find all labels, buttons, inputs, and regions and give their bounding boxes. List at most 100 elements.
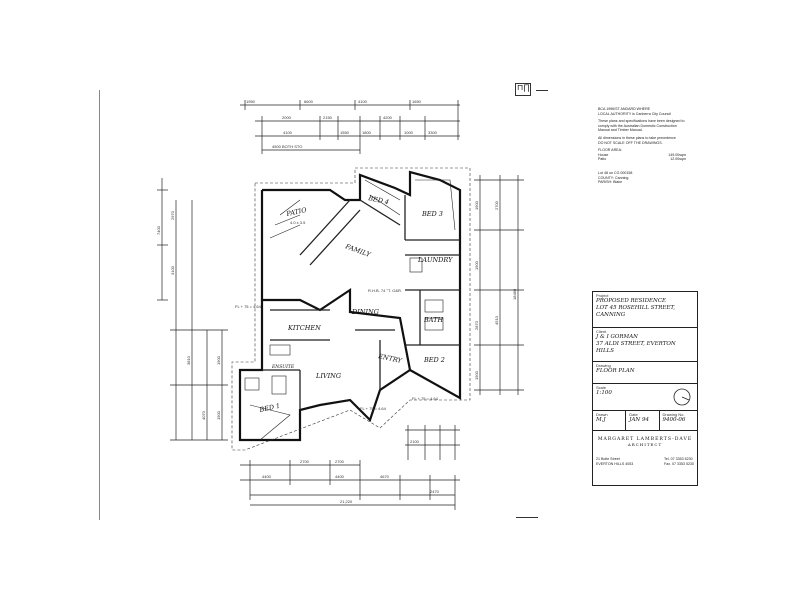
phone-line: Tel. 07 3353 5230 bbox=[664, 457, 693, 461]
room-label: LAUNDRY bbox=[417, 256, 453, 264]
sheet-mark-glyph: ⊓∏ bbox=[517, 83, 530, 92]
dimension-text: 6600 bbox=[304, 99, 314, 104]
floor-area-label: Patio bbox=[598, 157, 607, 162]
scan-edge-line bbox=[99, 90, 100, 520]
dimension-text: 1650 bbox=[412, 99, 422, 104]
top-dimensions: 1950 6600 4100 1650 2000 2150 4200 4100 … bbox=[246, 99, 438, 149]
dimension-text: 7400 bbox=[156, 225, 161, 235]
floor-area-value: 12.00sqm bbox=[670, 157, 686, 162]
lot-line: PARISH: Blake bbox=[598, 180, 623, 185]
dimension-text: 2150 bbox=[323, 115, 333, 120]
sheet-fold-mark: ⊓∏ bbox=[515, 83, 531, 96]
drawing-number-label: Drawing No. bbox=[662, 412, 685, 417]
drawing-label: Drawing bbox=[596, 363, 611, 368]
dimension-text: 4510 bbox=[494, 315, 499, 325]
room-labels: PATIO 4.0 x 3.5 BED 4 BED 3 FAMILY LAUND… bbox=[258, 194, 453, 414]
architect-cell: MARGARET LAMBERTS-DAVE ARCHITECT 21 Bolt… bbox=[593, 431, 697, 468]
room-label: KITCHEN bbox=[287, 324, 321, 332]
drawing-title: FLOOR PLAN bbox=[596, 368, 635, 374]
lot-line: COUNTY: Canning bbox=[598, 175, 629, 180]
dimension-text: 1800 bbox=[362, 130, 372, 135]
dimension-text: 18480 bbox=[512, 288, 517, 300]
client-line: 37 ALDI STREET, EVERTON HILLS bbox=[596, 341, 676, 354]
note-line: comply with the Australian Domestic Cons… bbox=[598, 123, 677, 128]
room-label: BED 3 bbox=[421, 210, 443, 218]
room-label: BATH bbox=[423, 316, 443, 324]
dimension-text: 4500 BOTH STO bbox=[272, 144, 302, 149]
note-line: Manual and Timber Manual. bbox=[598, 128, 643, 133]
floor-area-title: FLOOR AREA: bbox=[598, 148, 622, 153]
note-line: LOCAL AUTHORITY is Canberra City Council bbox=[598, 111, 671, 116]
tick-mark bbox=[516, 517, 538, 518]
project-line: PROPOSED RESIDENCE bbox=[596, 298, 667, 304]
project-cell: Project PROPOSED RESIDENCE LOT 45 ROSEHI… bbox=[593, 292, 697, 328]
plan-note: FL + 75 = 4.64 bbox=[235, 304, 262, 309]
dimension-text: 1550 bbox=[340, 130, 350, 135]
scale-value: 1:100 bbox=[596, 390, 612, 396]
dimension-text: 1900 bbox=[216, 410, 221, 420]
dimension-text: 1000 bbox=[404, 130, 414, 135]
title-block: Project PROPOSED RESIDENCE LOT 45 ROSEHI… bbox=[592, 291, 698, 486]
dimension-text: 2000 bbox=[282, 115, 292, 120]
dimension-text: 1900 bbox=[474, 200, 479, 210]
date-cell: Date JAN 94 bbox=[626, 411, 660, 430]
right-dimensions: 1900 2700 1900 4510 18480 2870 1900 bbox=[474, 200, 517, 380]
client-label: Client bbox=[596, 329, 607, 334]
room-label: BED 2 bbox=[423, 356, 445, 364]
dimension-text: 1900 bbox=[474, 370, 479, 380]
date-label: Date bbox=[629, 412, 638, 417]
client-cell: Client J & I GORMAN 37 ALDI STREET, EVER… bbox=[593, 328, 697, 362]
tick-mark bbox=[536, 90, 548, 91]
floor-area-value: 149.00sqm bbox=[668, 152, 686, 157]
dimension-text: 4400 bbox=[335, 474, 345, 479]
drawing-cell: Drawing FLOOR PLAN bbox=[593, 362, 697, 384]
left-dimensions: 7400 2970 3100 3810 4070 1900 1900 bbox=[156, 210, 221, 420]
plan-note: R.H.B. 74 °T. O&R. bbox=[368, 288, 402, 293]
overall-dimension: 21,220 bbox=[340, 499, 353, 504]
floor-area-row: House 149.00sqm bbox=[598, 153, 686, 158]
dimension-text: 1950 bbox=[246, 99, 256, 104]
dimension-text: 1900 bbox=[216, 355, 221, 365]
scale-label: Scale bbox=[596, 385, 607, 390]
north-point-icon bbox=[673, 388, 691, 406]
room-label: FAMILY bbox=[343, 242, 372, 259]
lot-line: Lot 48 on CG 000158 bbox=[598, 170, 633, 175]
dimension-text: 2870 bbox=[474, 320, 479, 330]
phone-line: Fax. 07 3353 5230 bbox=[664, 461, 694, 466]
architect-contact: 21 Bolte Street EVERTON HILLS 4053 Tel. … bbox=[596, 457, 694, 466]
dimension-text: 2700 bbox=[494, 200, 499, 210]
dimension-lines bbox=[157, 100, 524, 510]
client-line: J & I GORMAN bbox=[596, 334, 638, 340]
project-line: LOT 45 ROSEHILL STREET, CANNING bbox=[596, 305, 675, 318]
plan-note: FL + 75 = 4.64 bbox=[360, 406, 387, 411]
drawn-date-row: Drawn M.J Date JAN 94 Drawing No. 9400-0… bbox=[593, 411, 697, 431]
plan-note: FL + 75 = 4.64 bbox=[412, 396, 439, 401]
drawn-label: Drawn bbox=[596, 412, 608, 417]
fixtures bbox=[244, 179, 456, 441]
architect-name: MARGARET LAMBERTS-DAVE bbox=[597, 437, 693, 442]
dimension-text: 3300 bbox=[428, 130, 438, 135]
room-label: DINING bbox=[351, 308, 379, 316]
note-line: BCA 1996/ST ANDARD WHERE bbox=[598, 107, 651, 111]
room-label: LIVING bbox=[315, 372, 341, 380]
date-value: JAN 94 bbox=[629, 417, 649, 423]
drawn-value: M.J bbox=[596, 417, 606, 423]
floor-area-label: House bbox=[598, 152, 609, 157]
address-line: EVERTON HILLS 4053 bbox=[596, 461, 634, 466]
dimension-text: 4070 bbox=[201, 410, 206, 420]
room-label: BED 4 bbox=[367, 194, 390, 206]
project-label: Project bbox=[596, 293, 609, 298]
dimension-text: 4200 bbox=[383, 115, 393, 120]
dimension-text: 2700 bbox=[335, 459, 345, 464]
note-line: All dimensions in these plans to take pr… bbox=[598, 135, 676, 140]
internal-walls bbox=[262, 195, 460, 410]
floor-area-row: Patio 12.00sqm bbox=[598, 157, 686, 162]
dimension-text: 2100 bbox=[410, 439, 420, 444]
plan-notes: R.H.B. 74 °T. O&R. FL + 75 = 4.64 FL + 7… bbox=[235, 288, 439, 411]
drawn-cell: Drawn M.J bbox=[593, 411, 627, 430]
room-size: 4.0 x 3.5 bbox=[290, 220, 306, 225]
room-label: ENSUITE bbox=[271, 364, 295, 370]
dimension-text: 4670 bbox=[380, 474, 390, 479]
